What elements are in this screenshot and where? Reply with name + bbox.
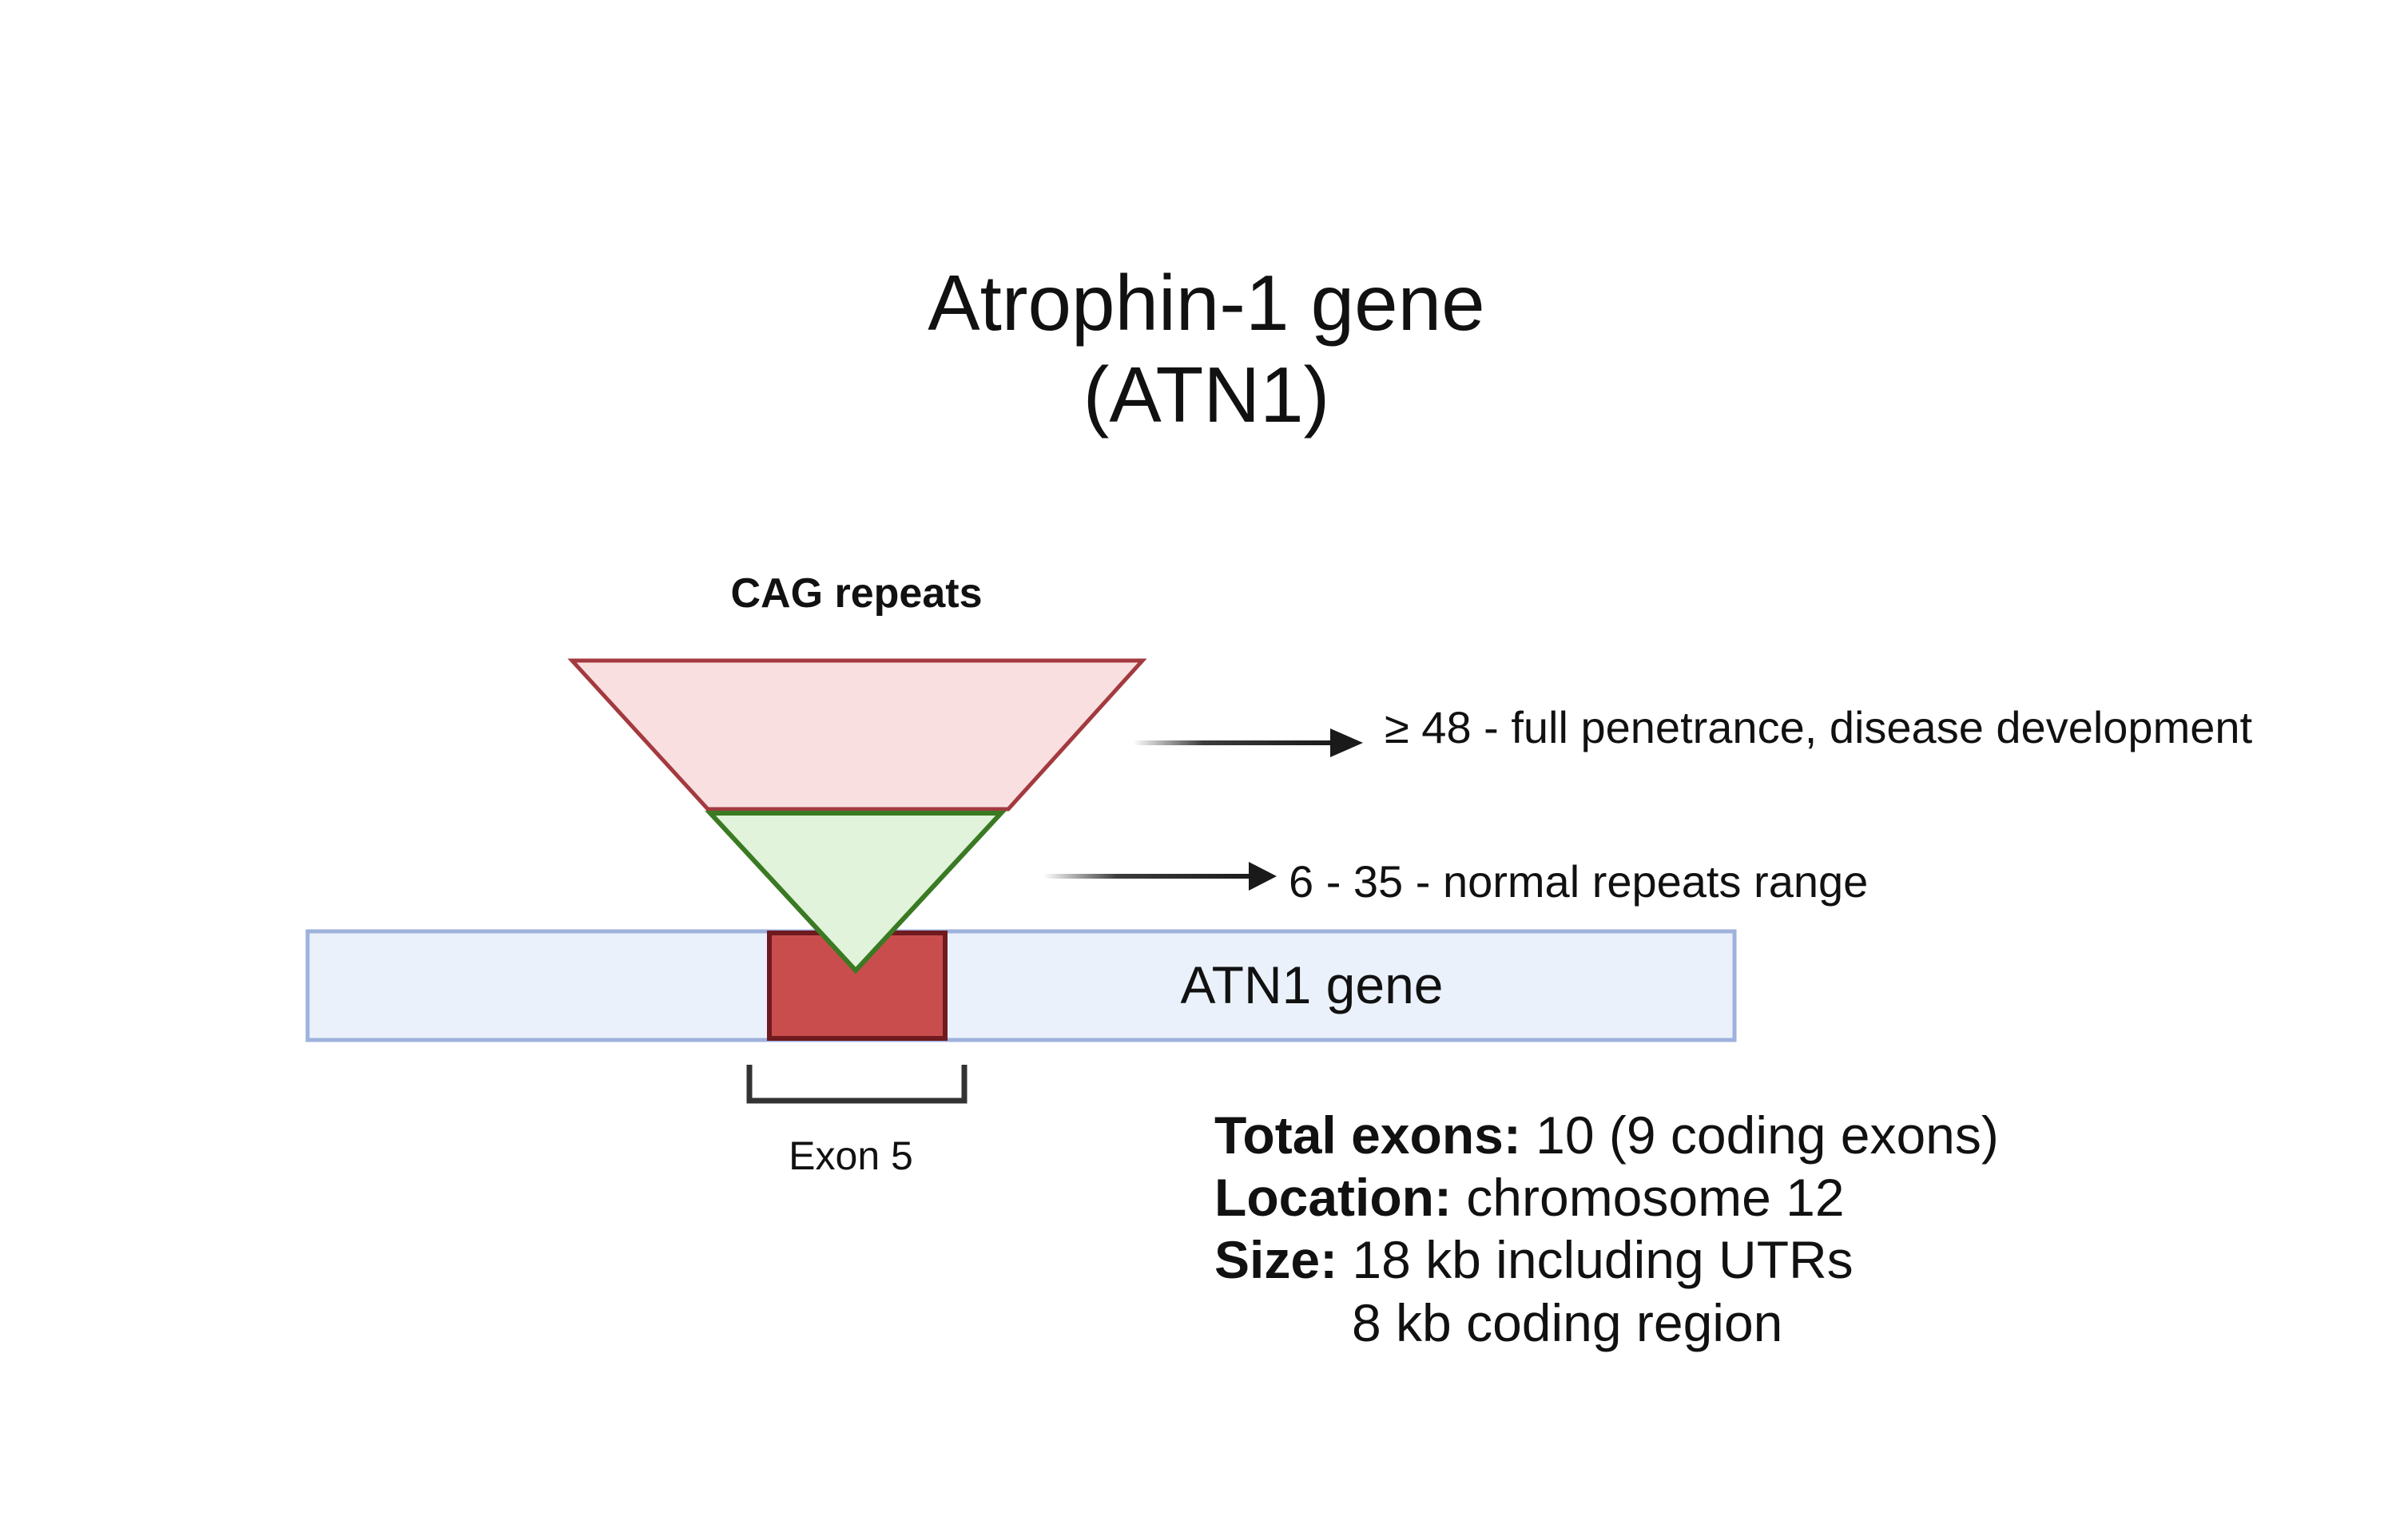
exon-5-bracket (746, 1065, 968, 1104)
atn1-gene-label: ATN1 gene (1181, 955, 1444, 1014)
info-location-key: Location: (1214, 1168, 1452, 1227)
info-location: Location: chromosome 12 (1214, 1168, 1845, 1227)
info-size-coding: 8 kb coding region (1352, 1293, 1782, 1352)
title-line-1: Atrophin-1 gene (928, 259, 1484, 347)
info-size: Size: 18 kb including UTRs (1214, 1230, 1854, 1289)
pathogenic-arrow (1133, 728, 1363, 757)
atn1-gene-bar (305, 929, 1737, 1042)
info-location-value: chromosome 12 (1452, 1168, 1845, 1227)
normal-arrow (1043, 862, 1277, 891)
normal-range-label: 6 - 35 - normal repeats range (1289, 856, 1868, 907)
info-total-exons-key: Total exons: (1214, 1105, 1521, 1165)
info-size-value: 18 kb including UTRs (1337, 1230, 1854, 1289)
info-total-exons: Total exons: 10 (9 coding exons) (1214, 1105, 1999, 1165)
info-total-exons-value: 10 (9 coding exons) (1521, 1105, 1999, 1165)
pathogenic-repeats-trapezoid (567, 658, 1147, 812)
normal-repeats-triangle (705, 811, 1007, 974)
info-size-key: Size: (1214, 1230, 1337, 1289)
title-line-2: (ATN1) (1083, 351, 1330, 439)
exon-5-label: Exon 5 (789, 1133, 913, 1178)
pathogenic-range-label: ≥ 48 - full penetrance, disease developm… (1385, 702, 2253, 752)
cag-repeats-heading: CAG repeats (731, 570, 983, 617)
